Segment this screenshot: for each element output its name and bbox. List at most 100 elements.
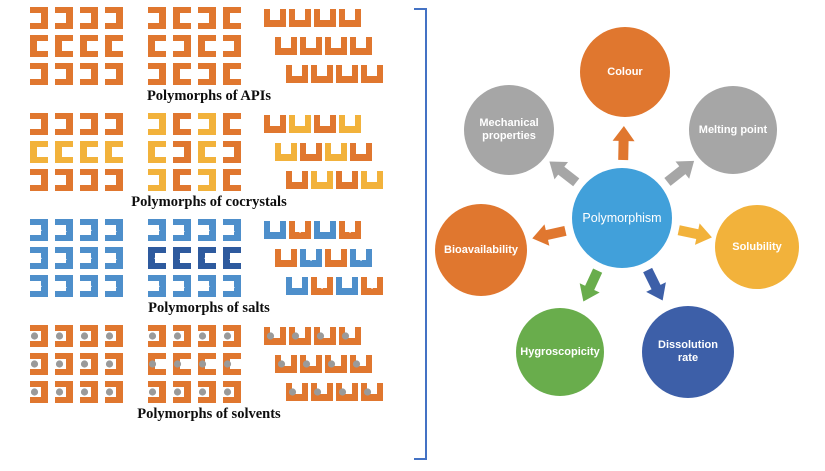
molecule-shape [173, 7, 191, 29]
molecule-shape [361, 276, 383, 295]
molecule-shape [350, 354, 372, 373]
molecule-shape [198, 324, 216, 347]
section-label: Polymorphs of salts [148, 299, 270, 316]
molecule-shape [275, 37, 297, 55]
molecule-shape [361, 170, 383, 189]
solvent-molecule-dot [148, 388, 157, 396]
node-label: Hygroscopicity [520, 345, 600, 358]
molecule-shape [55, 63, 73, 85]
molecule-shape [300, 354, 322, 373]
charge-symbol: + [308, 254, 314, 265]
arrow-to-mechanical-properties [549, 161, 580, 187]
molecule-shape [300, 248, 322, 267]
polymorph-pattern-polymorphs-of-salts-2: +–+–+–+–+–+– [148, 218, 241, 297]
molecule-shape [148, 168, 166, 191]
molecule-shape [105, 140, 123, 163]
solvent-molecule-dot [173, 388, 182, 396]
charge-symbol: + [154, 226, 160, 237]
molecule-shape [105, 112, 123, 135]
molecule-shape [336, 276, 358, 295]
molecule-shape [198, 63, 216, 85]
solvent-molecule-dot [223, 360, 232, 368]
node-hygroscopicity: Hygroscopicity [516, 308, 604, 396]
molecule-shape [148, 274, 166, 297]
molecule-shape [30, 380, 48, 403]
molecule-shape [148, 352, 166, 375]
charge-symbol: + [36, 226, 42, 237]
molecule-shape [314, 326, 336, 345]
molecule-shape [339, 114, 361, 133]
molecule-shape [80, 63, 98, 85]
node-dissolution-rate: Dissolution rate [642, 306, 734, 398]
molecule-shape [105, 168, 123, 191]
solvent-molecule-dot [80, 360, 89, 368]
polymorph-pattern-polymorphs-of-cocrystals-3 [264, 114, 383, 189]
molecule-shape [80, 35, 98, 57]
charge-symbol: + [36, 282, 42, 293]
pattern-groups: +–+–+–+–+–+–+–+–+–+–+–+––+–+–+–+–+–+ [28, 216, 390, 300]
molecule-shape [198, 218, 216, 241]
charge-symbol: – [179, 282, 185, 293]
molecule-shape [286, 65, 308, 83]
molecule-shape [198, 274, 216, 297]
molecule-shape [198, 140, 216, 163]
solvent-molecule-dot [148, 332, 157, 340]
molecule-shape [264, 9, 286, 27]
molecule-shape [80, 7, 98, 29]
charge-symbol: + [319, 282, 325, 293]
molecule-shape [55, 35, 73, 57]
molecule-shape [223, 168, 241, 191]
solvent-molecule-dot [223, 388, 232, 396]
molecule-shape [223, 380, 241, 403]
charge-symbol: – [229, 282, 235, 293]
molecule-shape [30, 246, 48, 269]
molecule-shape [80, 380, 98, 403]
charge-symbol: – [179, 254, 185, 265]
molecule-shape [339, 9, 361, 27]
molecule-shape [173, 246, 191, 269]
charge-symbol: + [86, 282, 92, 293]
molecule-shape [55, 324, 73, 347]
solvent-molecule-dot [266, 332, 275, 340]
molecule-shape [264, 326, 286, 345]
molecule-shape [55, 218, 73, 241]
molecule-shape [173, 218, 191, 241]
polymorph-pattern-polymorphs-of-apis-1 [30, 7, 123, 85]
molecule-shape [336, 382, 358, 401]
arrow-to-dissolution-rate [643, 267, 666, 301]
molecule-shape [350, 248, 372, 267]
molecule-shape [275, 248, 297, 267]
solvent-molecule-dot [173, 332, 182, 340]
molecule-shape [173, 380, 191, 403]
charge-symbol: – [229, 226, 235, 237]
molecule-shape [30, 218, 48, 241]
molecule-shape [148, 140, 166, 163]
solvent-molecule-dot [148, 360, 157, 368]
node-label: Dissolution rate [658, 339, 718, 364]
molecule-shape [55, 140, 73, 163]
solvent-molecule-dot [288, 388, 297, 396]
solvent-molecule-dot [327, 360, 336, 368]
charge-symbol: + [36, 254, 42, 265]
molecule-shape [289, 220, 311, 239]
charge-symbol: – [179, 226, 185, 237]
molecule-shape [350, 142, 372, 161]
charge-symbol: + [204, 226, 210, 237]
molecule-shape [105, 274, 123, 297]
molecule-shape [361, 65, 383, 83]
solvent-molecule-dot [198, 332, 207, 340]
node-label: Colour [607, 65, 643, 78]
molecule-shape [314, 9, 336, 27]
molecule-shape [148, 35, 166, 57]
molecule-shape [173, 140, 191, 163]
solvent-molecule-dot [55, 388, 64, 396]
solvent-molecule-dot [55, 360, 64, 368]
solvent-molecule-dot [363, 388, 372, 396]
solvent-molecule-dot [80, 388, 89, 396]
node-label: Solubility [732, 240, 782, 253]
polymorph-pattern-polymorphs-of-apis-3 [264, 9, 383, 83]
molecule-shape [339, 220, 361, 239]
solvent-molecule-dot [30, 388, 39, 396]
